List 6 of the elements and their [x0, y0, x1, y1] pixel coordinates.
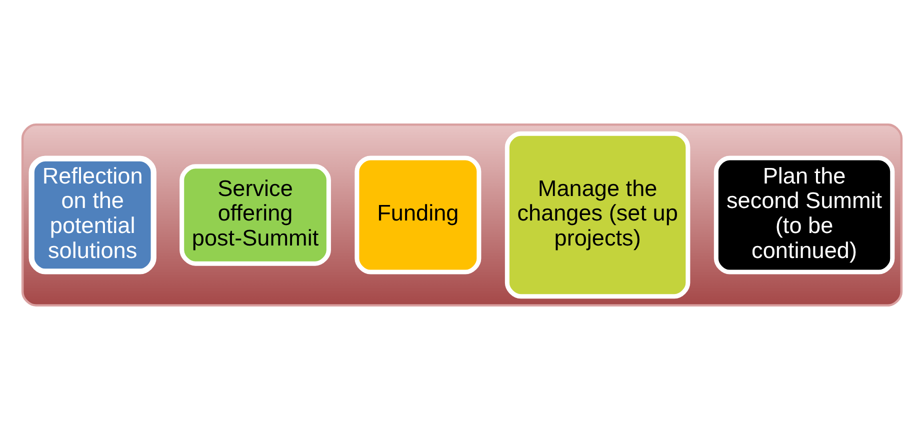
node-box: Manage the changes (set up projects) — [504, 131, 690, 299]
node-box: Reflection on the potential solutions — [28, 156, 156, 274]
node-box: Service offering post-Summit — [179, 164, 330, 266]
cluster — [20, 124, 902, 306]
node-box: Plan the second Summit (to be continued) — [713, 156, 894, 274]
node-box: Funding — [354, 156, 481, 274]
